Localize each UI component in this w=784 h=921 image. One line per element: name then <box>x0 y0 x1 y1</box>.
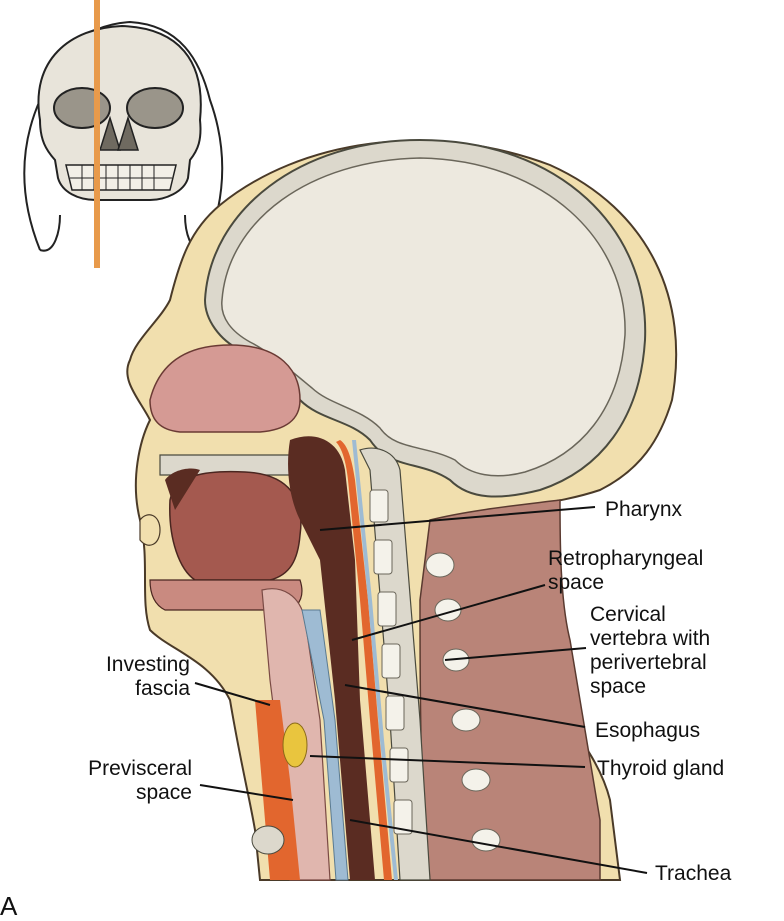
investing-fascia-leader <box>194 682 271 706</box>
trachea-leader <box>349 819 648 874</box>
cervical-leader <box>444 647 587 661</box>
pharynx-leader <box>319 506 596 531</box>
label-investing-fascia: Investing fascia <box>105 653 190 700</box>
retropharyngeal-leader <box>351 584 546 641</box>
leader-lines <box>194 506 648 874</box>
skull-orientation-inset <box>23 0 224 268</box>
label-trachea: Trachea <box>655 862 732 885</box>
thyroid-gland-shape <box>282 722 308 768</box>
label-previsceral-space: Previsceral space <box>88 757 192 804</box>
esophagus-leader <box>344 684 586 728</box>
previsceral-leader <box>199 784 294 801</box>
thyroid-leader <box>309 755 586 768</box>
label-thyroid-gland: Thyroid gland <box>597 757 725 780</box>
label-retropharyngeal-space: Retropharyngeal space <box>548 547 704 594</box>
label-pharynx: Pharynx <box>605 498 683 521</box>
label-cervical-vertebra: Cervical vertebra with perivertebral spa… <box>590 603 711 698</box>
sagittal-section <box>126 138 678 881</box>
panel-letter: A <box>0 891 18 921</box>
label-esophagus: Esophagus <box>595 719 701 742</box>
section-plane-line <box>94 0 100 268</box>
